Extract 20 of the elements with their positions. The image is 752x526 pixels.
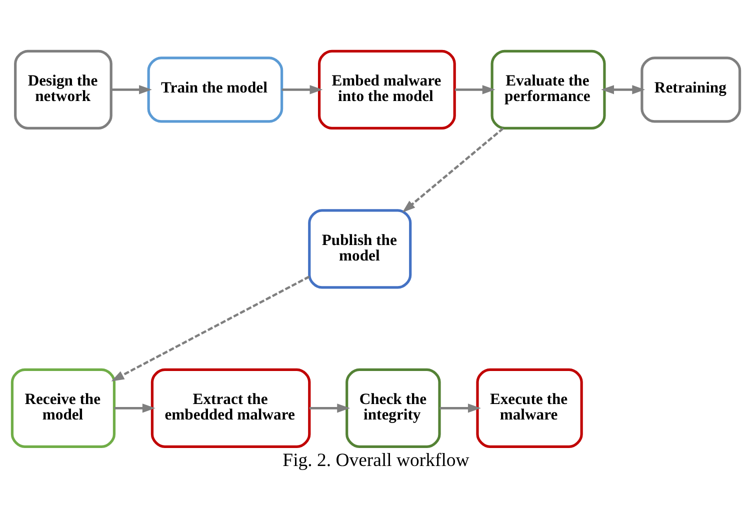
arrow <box>111 275 310 381</box>
arrow <box>601 84 646 94</box>
node-box: Design the network <box>14 49 112 129</box>
arrow <box>114 403 156 412</box>
node-box: Extract the embedded malware <box>150 368 311 448</box>
arrow <box>440 403 481 412</box>
arrow <box>111 84 152 94</box>
arrow <box>309 403 350 412</box>
node-box: Train the model <box>147 56 284 122</box>
node-box: Evaluate the performance <box>490 49 606 129</box>
arrow <box>282 84 323 94</box>
node-box: Execute the malware <box>476 368 583 448</box>
caption: Fig. 2. Overall workflow <box>282 449 470 470</box>
node-box: Check the integrity <box>346 368 441 448</box>
node-box: Retraining <box>640 56 742 122</box>
arrow <box>402 126 504 212</box>
arrow <box>454 84 496 94</box>
node-box: Receive the model <box>10 368 116 448</box>
node-box: Publish the model <box>308 208 412 288</box>
node-box: Embed malware into the model <box>318 49 456 129</box>
